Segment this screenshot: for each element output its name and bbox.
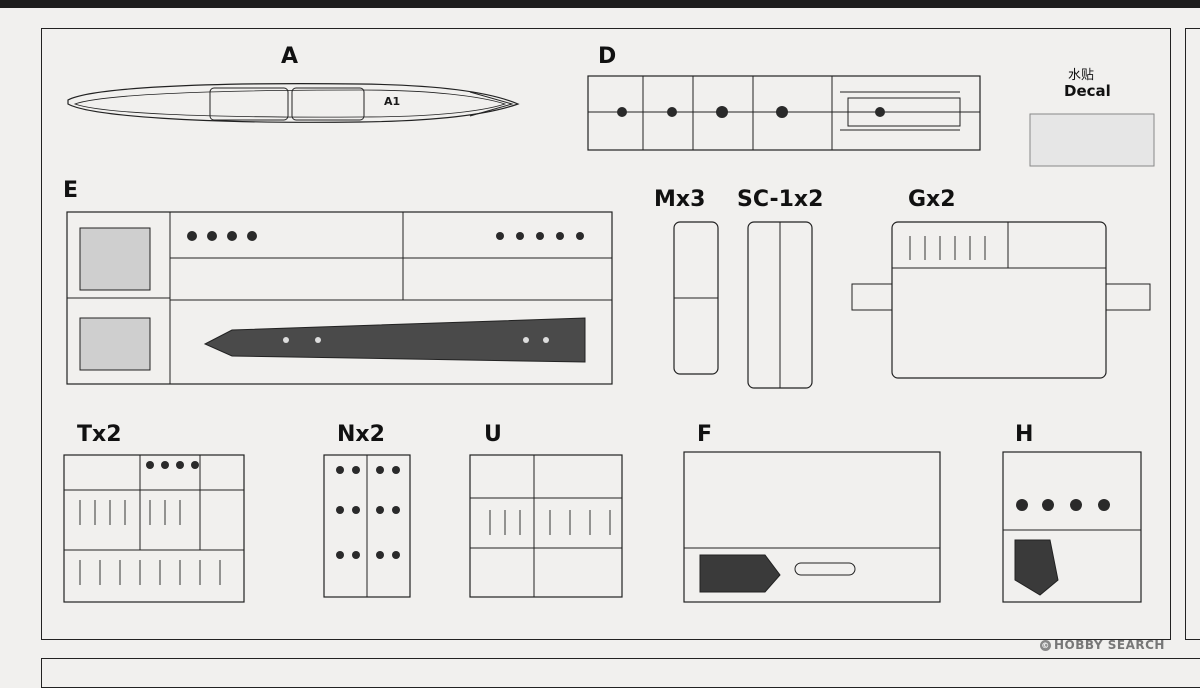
decal-label-cn: 水贴 <box>1068 68 1095 83</box>
sprue-label-d: D <box>598 44 617 69</box>
instruction-sheet-frame <box>41 28 1171 640</box>
sprue-label-f: F <box>697 422 713 447</box>
sprue-label-g: Gx2 <box>908 187 956 212</box>
sprue-label-a: A <box>281 44 299 69</box>
top-bar <box>0 0 1200 8</box>
watermark: ©HOBBY SEARCH <box>1040 638 1165 652</box>
decal-label-en: Decal <box>1064 82 1111 100</box>
sprue-label-n: Nx2 <box>337 422 385 447</box>
sprue-label-t: Tx2 <box>77 422 122 447</box>
sprue-label-sc: SC-1x2 <box>737 187 824 212</box>
hobby-search-icon: © <box>1040 640 1051 651</box>
sprue-label-h: H <box>1015 422 1034 447</box>
sprue-label-m: Mx3 <box>654 187 706 212</box>
watermark-text: HOBBY SEARCH <box>1054 638 1165 652</box>
part-label-a1: A1 <box>384 95 401 108</box>
sprue-label-e: E <box>63 178 79 203</box>
sprue-drawing <box>63 75 1155 603</box>
sprue-label-u: U <box>484 422 502 447</box>
next-page-frame <box>1185 28 1200 640</box>
